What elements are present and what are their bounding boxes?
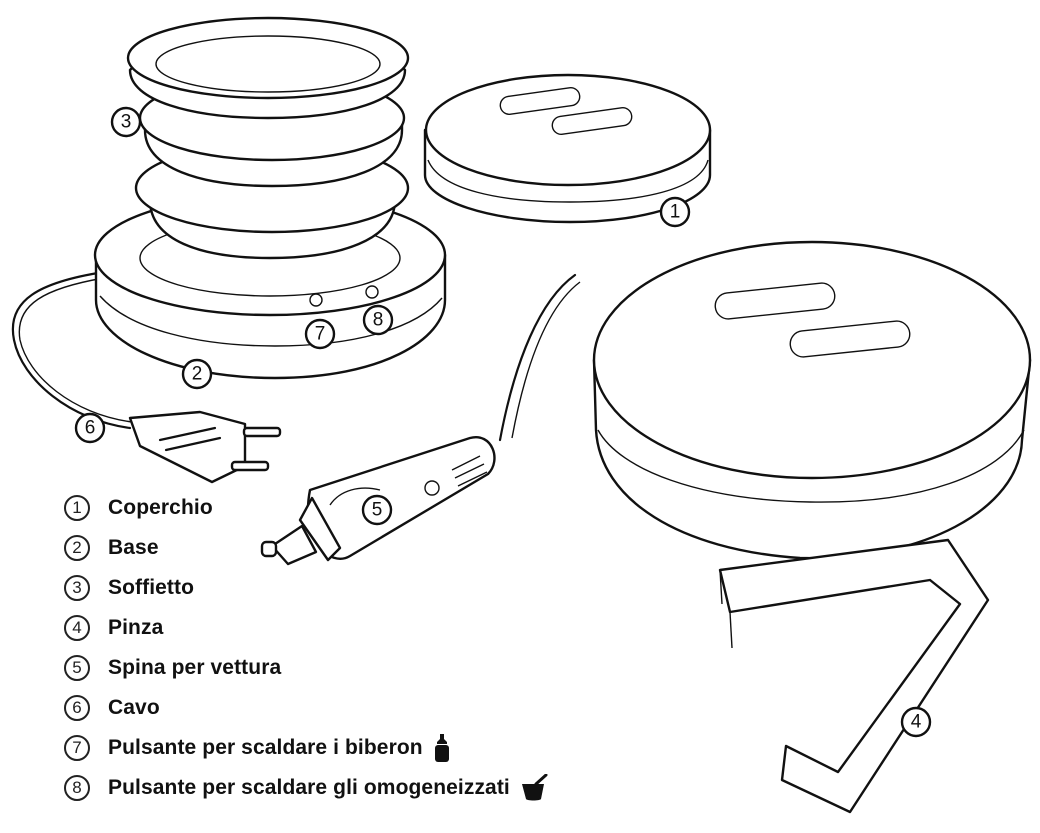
legend-label: Soffietto	[108, 576, 195, 599]
svg-text:8: 8	[373, 310, 384, 331]
food-jar-icon	[520, 774, 548, 802]
baby-bottle-icon	[433, 733, 451, 763]
clamp	[718, 538, 990, 814]
legend-label: Cavo	[108, 696, 160, 719]
callout-2: 2	[181, 358, 213, 390]
legend-number: 3	[64, 575, 90, 601]
callout-8: 8	[362, 304, 394, 336]
legend-number: 7	[64, 735, 90, 761]
large-warmer	[592, 240, 1032, 560]
svg-text:7: 7	[315, 324, 326, 345]
wall-plug	[128, 410, 282, 484]
svg-text:5: 5	[372, 500, 383, 521]
legend-number: 2	[64, 535, 90, 561]
legend-label: Pulsante per scaldare gli omogeneizzati	[108, 776, 510, 799]
legend-label: Spina per vettura	[108, 656, 282, 679]
lid-small	[423, 73, 712, 224]
legend-label: Pulsante per scaldare i biberon	[108, 736, 423, 759]
car-plug	[260, 436, 496, 566]
legend-number: 1	[64, 495, 90, 521]
legend-label: Coperchio	[108, 496, 213, 519]
callout-5: 5	[361, 494, 393, 526]
legend-item: 4 Pinza	[64, 608, 548, 648]
legend-item: 7 Pulsante per scaldare i biberon	[64, 728, 548, 768]
svg-text:2: 2	[192, 364, 203, 385]
svg-text:6: 6	[85, 418, 96, 439]
svg-text:1: 1	[670, 202, 681, 223]
legend-number: 4	[64, 615, 90, 641]
legend: 1 Coperchio 2 Base 3 Soffietto 4 Pinza 5…	[64, 488, 548, 808]
legend-item: 2 Base	[64, 528, 548, 568]
legend-number: 5	[64, 655, 90, 681]
legend-number: 6	[64, 695, 90, 721]
svg-text:4: 4	[911, 712, 922, 733]
cable	[11, 270, 132, 430]
legend-label: Base	[108, 536, 159, 559]
callout-3: 3	[110, 106, 142, 138]
legend-number: 8	[64, 775, 90, 801]
legend-item: 6 Cavo	[64, 688, 548, 728]
callout-1: 1	[659, 196, 691, 228]
legend-label: Pinza	[108, 616, 164, 639]
svg-text:3: 3	[121, 112, 132, 133]
legend-item: 8 Pulsante per scaldare gli omogeneizzat…	[64, 768, 548, 808]
legend-item: 3 Soffietto	[64, 568, 548, 608]
callout-6: 6	[74, 412, 106, 444]
bellows	[126, 16, 410, 260]
callout-7: 7	[304, 318, 336, 350]
callout-4: 4	[900, 706, 932, 738]
legend-item: 1 Coperchio	[64, 488, 548, 528]
legend-item: 5 Spina per vettura	[64, 648, 548, 688]
car-cable	[498, 273, 577, 442]
